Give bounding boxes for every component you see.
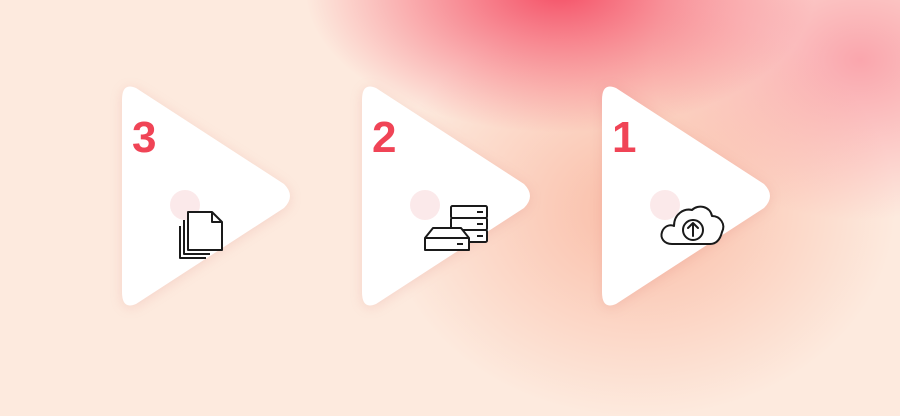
step-card-2: 2 <box>358 82 536 310</box>
cloud-upload-icon <box>660 205 725 245</box>
server-storage-icon <box>424 205 488 251</box>
step-card-1: 1 <box>598 82 776 310</box>
step-card-3: 3 <box>118 82 296 310</box>
step-number: 1 <box>612 113 637 162</box>
icon-halo <box>650 190 680 220</box>
play-triangle-shape <box>122 86 290 306</box>
play-triangle-shape <box>362 86 530 306</box>
play-triangle-shape <box>602 86 770 306</box>
icon-halo <box>410 190 440 220</box>
step-number: 2 <box>372 113 397 162</box>
documents-icon <box>179 211 223 259</box>
step-number: 3 <box>132 113 157 162</box>
